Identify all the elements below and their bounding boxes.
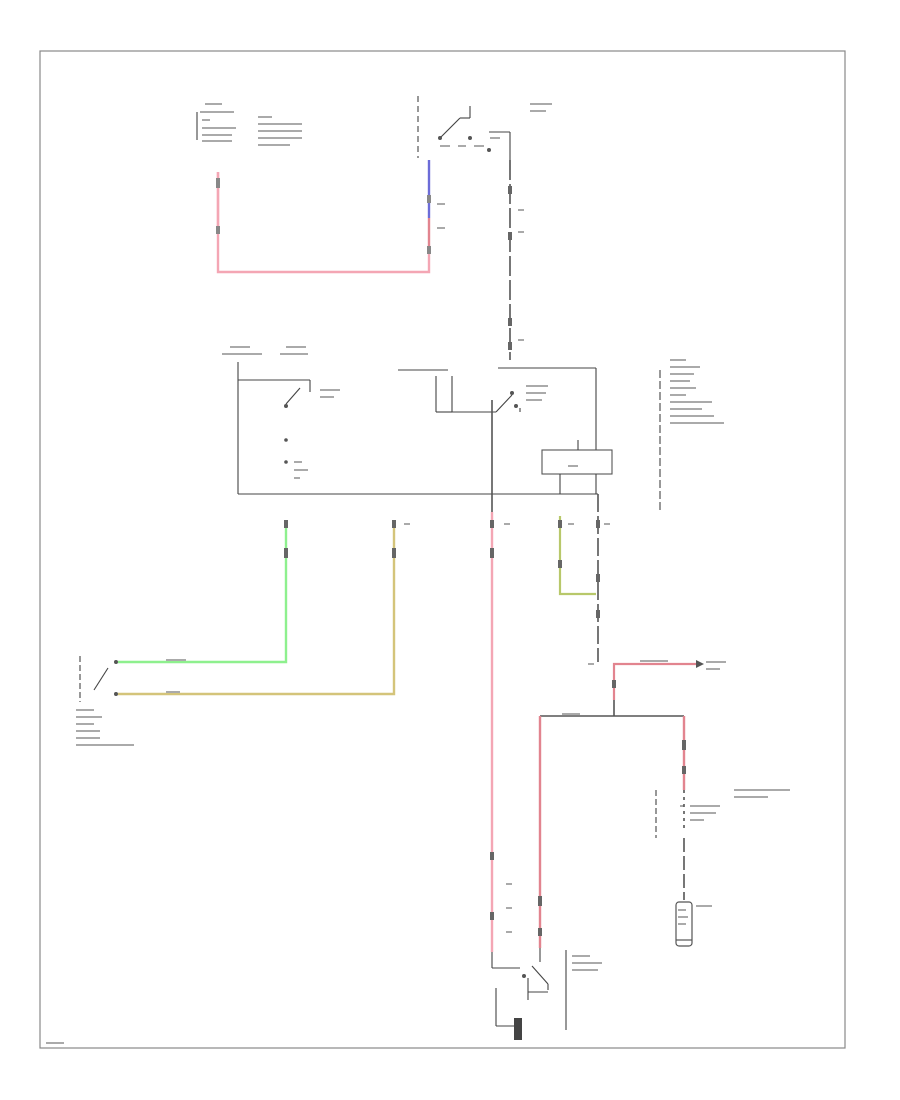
battery-terminal bbox=[655, 789, 790, 900]
wire-red-to-ground bbox=[612, 662, 696, 700]
diagram-border bbox=[39, 50, 846, 1049]
wire-green-clutch bbox=[118, 520, 288, 664]
relay-box bbox=[222, 346, 724, 512]
wire-tan-clutch bbox=[118, 520, 396, 696]
wire-olive-ecm bbox=[558, 516, 596, 596]
starter-motor bbox=[491, 948, 602, 1040]
ecm-box bbox=[541, 449, 613, 475]
wire-pink-fuse-to-ignition bbox=[216, 172, 431, 274]
ignition-switch bbox=[417, 96, 552, 170]
hot-at-all-times-fuse bbox=[196, 103, 302, 146]
battery bbox=[675, 901, 712, 947]
clutch-switch bbox=[76, 656, 134, 746]
